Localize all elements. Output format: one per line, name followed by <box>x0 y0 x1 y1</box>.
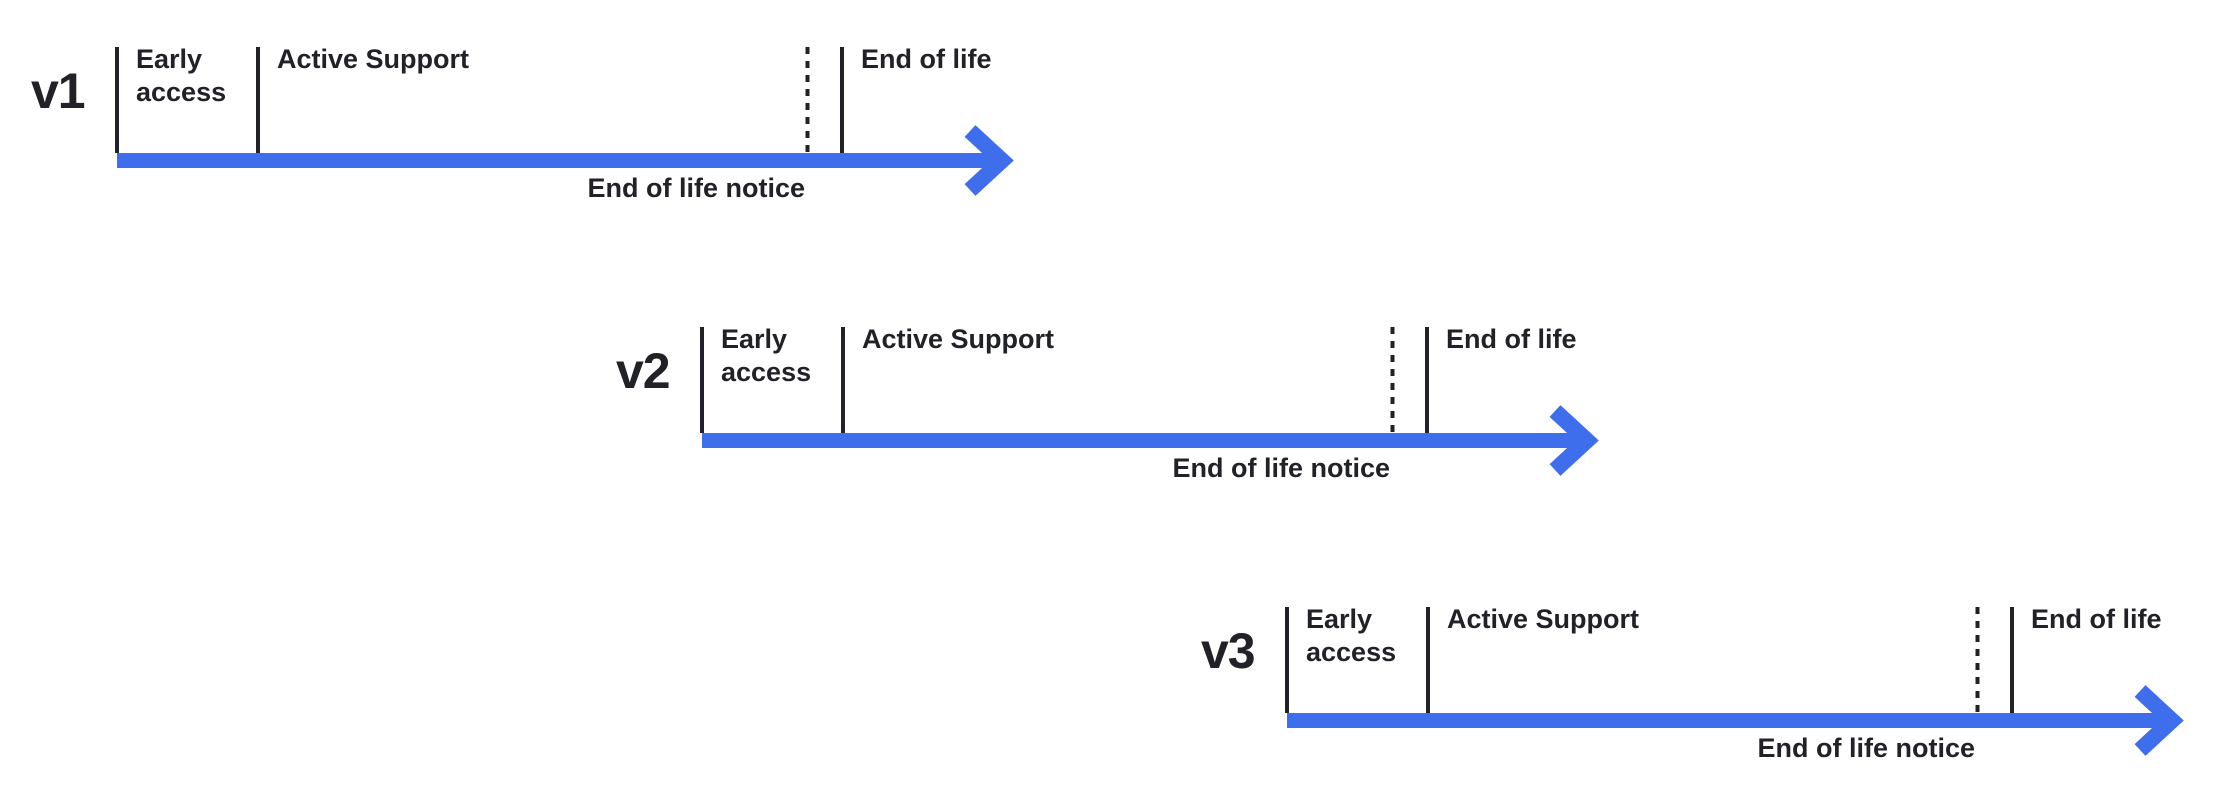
eol-notice-label: End of life notice <box>1172 453 1390 483</box>
phase-label-early-access: Early access <box>721 324 812 387</box>
eol-notice-label: End of life notice <box>1757 733 1975 763</box>
phase-label-early-access: Early access <box>136 44 227 107</box>
phase-label-active-support: Active Support <box>1447 604 1640 634</box>
version-label: v1 <box>31 63 86 119</box>
arrowhead-icon <box>964 125 1014 196</box>
timeline-graphic <box>115 47 1014 196</box>
phase-label-early-access: Early access <box>1306 604 1397 667</box>
phase-label-end-of-life: End of life <box>861 44 992 74</box>
timeline-row-v2: v2 Early access Active Support End of li… <box>585 280 1645 510</box>
timeline-graphic <box>700 327 1599 476</box>
phase-label-active-support: Active Support <box>277 44 470 74</box>
arrowhead-icon <box>1549 405 1599 476</box>
version-label: v2 <box>616 343 671 399</box>
version-label: v3 <box>1201 623 1256 679</box>
phase-label-end-of-life: End of life <box>1446 324 1577 354</box>
eol-notice-label: End of life notice <box>587 173 805 203</box>
arrowhead-icon <box>2134 685 2184 756</box>
timeline-graphic <box>1285 607 2184 756</box>
phase-label-end-of-life: End of life <box>2031 604 2162 634</box>
phase-label-active-support: Active Support <box>862 324 1055 354</box>
timeline-row-v3: v3 Early access Active Support End of li… <box>1170 560 2228 790</box>
timeline-row-v1: v1 Early access Active Support End of li… <box>0 0 1060 230</box>
